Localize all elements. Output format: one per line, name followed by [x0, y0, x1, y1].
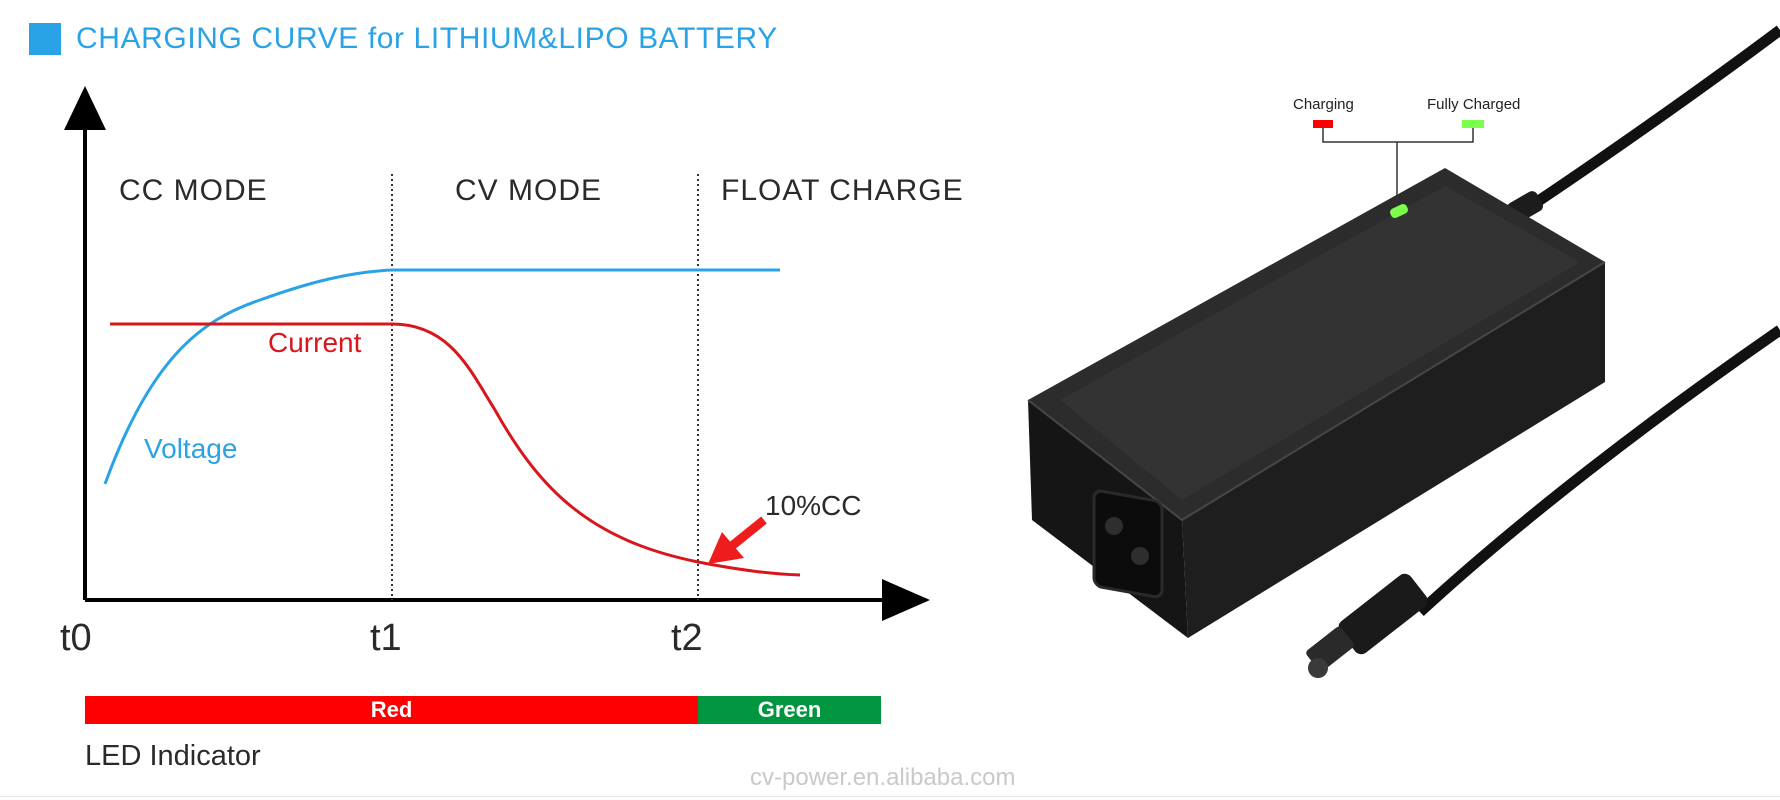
- tick-t2: t2: [671, 617, 703, 659]
- charger-illustration: [1027, 25, 1780, 678]
- led-red-bar: Red: [85, 696, 698, 724]
- current-curve: [110, 322, 801, 577]
- bottom-divider: [0, 796, 1780, 797]
- ac-socket: [1092, 489, 1164, 599]
- watermark: cv-power.en.alibaba.com: [750, 764, 1016, 791]
- title-square-icon: [29, 23, 61, 55]
- voltage-curve: [103, 268, 780, 485]
- charging-curve-diagram: [64, 86, 930, 621]
- annotation-arrow-shaft: [725, 516, 767, 553]
- charger-edge-highlight: [1027, 261, 1606, 522]
- socket-pin-right: [1131, 547, 1149, 565]
- float-charge-label: FLOAT CHARGE: [721, 174, 964, 207]
- socket-pin-left: [1105, 517, 1123, 535]
- charger-side-face: [1182, 262, 1605, 638]
- x-axis-arrow-icon: [882, 579, 930, 621]
- y-axis-arrow-icon: [64, 86, 106, 130]
- page-title: CHARGING CURVE for LITHIUM&LIPO BATTERY: [76, 22, 778, 55]
- voltage-label: Voltage: [144, 433, 238, 464]
- status-led-icon: [1390, 203, 1408, 219]
- led-indicator-caption: LED Indicator: [85, 740, 261, 772]
- cc-mode-label: CC MODE: [119, 174, 268, 207]
- charger-top-highlight: [1060, 186, 1580, 500]
- dc-cable-top: [1521, 25, 1780, 215]
- legend-charging-label: Charging: [1293, 96, 1354, 113]
- dc-plug-end: [1308, 658, 1328, 678]
- annotation-arrow-icon: [708, 532, 744, 564]
- legend-green-led-icon: [1462, 120, 1484, 128]
- legend-fully-charged-label: Fully Charged: [1427, 96, 1521, 113]
- legend-red-led-icon: [1313, 120, 1333, 128]
- cv-mode-label: CV MODE: [455, 174, 603, 207]
- current-label: Current: [268, 327, 362, 358]
- dc-plug-body: [1338, 573, 1428, 655]
- tick-t1: t1: [370, 617, 402, 659]
- led-green-bar: Green: [698, 696, 881, 724]
- legend-line-horizontal: [1322, 128, 1474, 143]
- dc-cable-bottom: [1416, 325, 1780, 617]
- tick-t0: t0: [60, 617, 92, 659]
- ten-percent-cc-label: 10%CC: [765, 490, 862, 521]
